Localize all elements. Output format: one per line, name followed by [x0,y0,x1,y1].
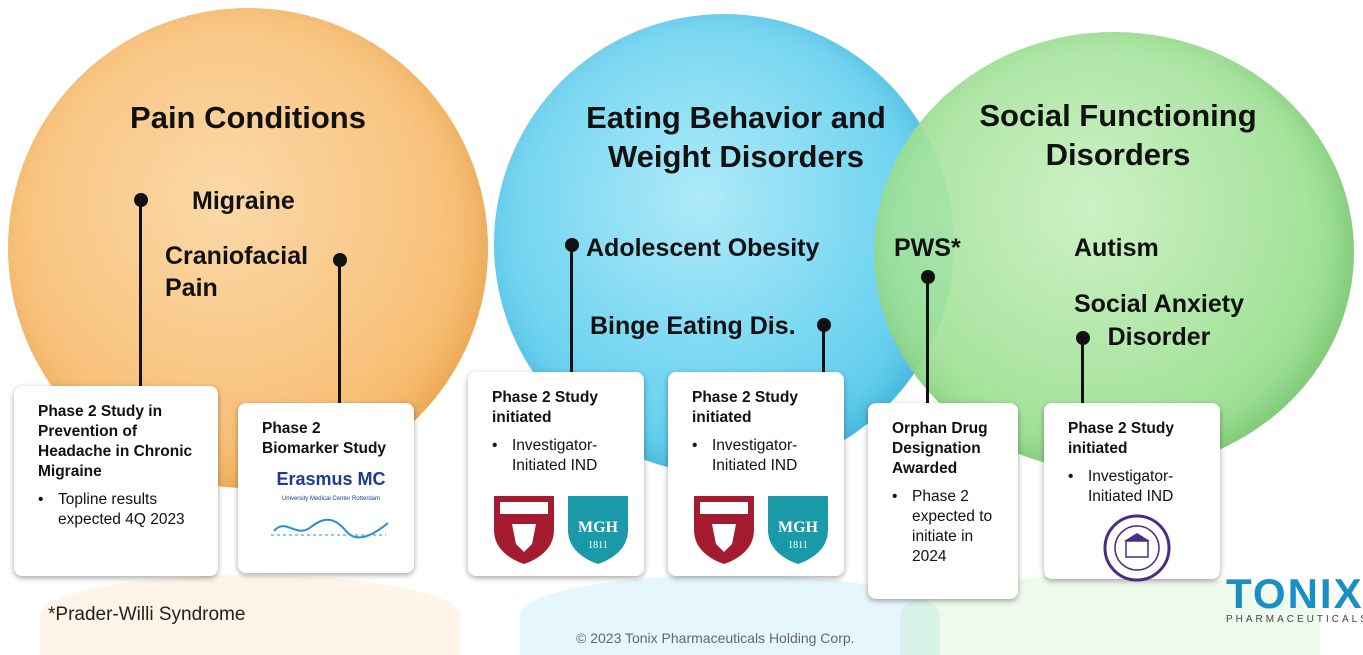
social-heading: Social Functioning Disorders [979,98,1257,172]
card-title: Phase 2 Study initiated [492,389,598,426]
card-bullet: Investigator-Initiated IND [1068,467,1206,507]
card-title: Orphan Drug Designation Awarded [892,420,988,477]
erasmus-logo: Erasmus MC University Medical Center Rot… [262,469,400,549]
orphan-drug-card: Orphan Drug Designation Awarded Phase 2 … [868,403,1018,599]
pws-footnote: *Prader-Willi Syndrome [48,604,246,625]
pain-heading: Pain Conditions [130,100,366,135]
biomarker-study-card: Phase 2 Biomarker Study Erasmus MC Unive… [238,403,414,573]
autism-label: Autism [1074,234,1159,262]
migraine-study-card: Phase 2 Study in Prevention of Headache … [14,386,218,576]
card-bullet: Investigator-Initiated IND [492,436,630,476]
card-bullet: Investigator-Initiated IND [692,436,830,476]
svg-text:MGH: MGH [778,519,819,536]
brand-sub: PHARMACEUTICALS [1226,614,1363,625]
tonix-logo: TONIX PHARMACEUTICALS [1226,570,1363,625]
social-circle [874,32,1354,472]
svg-text:1811: 1811 [788,540,808,551]
pain-reflection [40,575,460,655]
harvard-shield-icon [694,496,754,564]
craniofacial-connector-line [338,260,341,405]
binge-study-card: Phase 2 Study initiated Investigator-Ini… [668,372,844,576]
mgh-shield-icon: MGH 1811 [568,496,628,564]
brand-name: TONIX [1226,570,1363,617]
social-anxiety-label: Social Anxiety Disorder [1074,290,1244,351]
pws-label: PWS* [894,234,961,262]
svg-text:1811: 1811 [588,540,608,551]
card-title: Phase 2 Study initiated [692,389,798,426]
card-bullet: Phase 2 expected to initiate in 2024 [892,487,1004,567]
mgh-shield-icon: MGH 1811 [768,496,828,564]
harvard-shield-icon [494,496,554,564]
pws-connector-line [926,277,929,405]
svg-text:MGH: MGH [578,519,619,536]
obesity-study-card: Phase 2 Study initiated Investigator-Ini… [468,372,644,576]
card-title: Phase 2 Study initiated [1068,420,1174,457]
binge-eating-label: Binge Eating Dis. [590,312,796,340]
migraine-connector-line [139,200,142,388]
card-title: Phase 2 Study in Prevention of Headache … [38,403,193,480]
university-seal-icon [1103,514,1171,582]
social-anxiety-connector-line [1081,338,1084,404]
erasmus-signature-icon [271,518,389,539]
migraine-label: Migraine [192,187,295,215]
craniofacial-pain-label: Craniofacial Pain [165,242,309,302]
card-bullet: Topline results expected 4Q 2023 [38,490,204,530]
copyright: © 2023 Tonix Pharmaceuticals Holding Cor… [576,630,855,646]
obesity-connector-line [570,245,573,373]
social-study-card: Phase 2 Study initiated Investigator-Ini… [1044,403,1220,582]
adolescent-obesity-label: Adolescent Obesity [586,234,820,262]
eating-heading: Eating Behavior and Weight Disorders [586,100,886,174]
card-title: Phase 2 Biomarker Study [262,420,387,457]
binge-connector-line [822,325,825,373]
